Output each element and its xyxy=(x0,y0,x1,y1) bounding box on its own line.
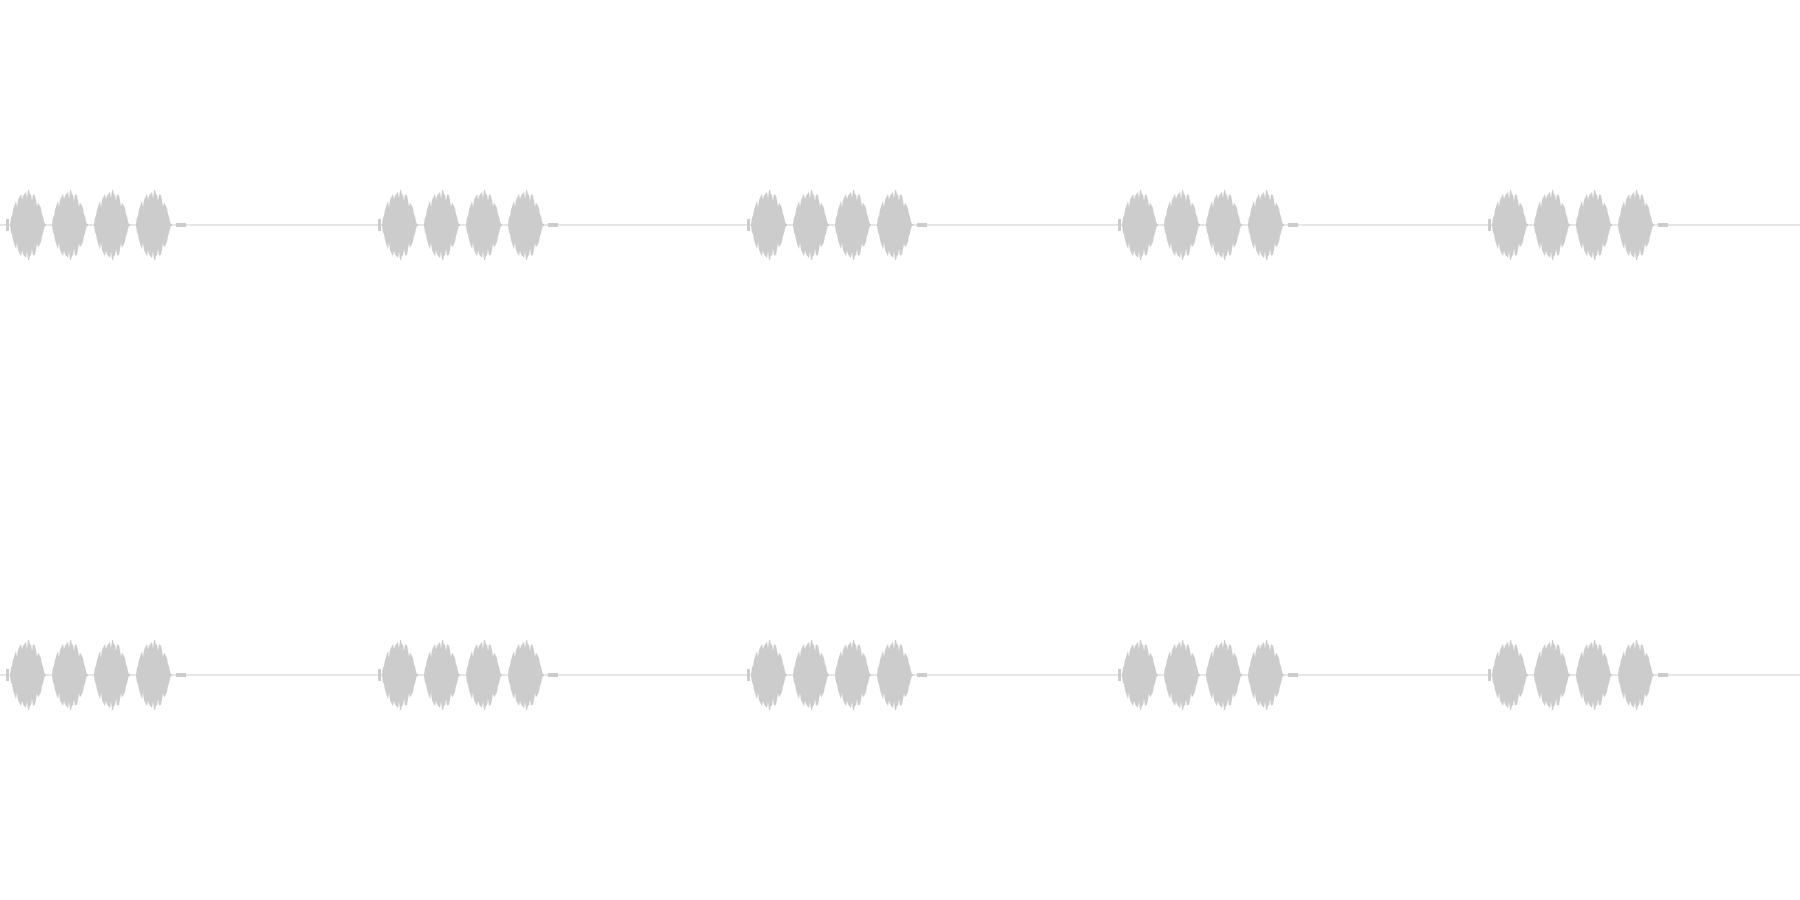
waveform-pulse xyxy=(1618,189,1654,261)
waveform-lead-tick xyxy=(1118,669,1121,681)
waveform-tail-blip xyxy=(548,673,558,677)
waveform-pulse xyxy=(877,189,913,261)
waveform-lead-tick xyxy=(747,669,750,681)
waveform-lead-tick xyxy=(1118,219,1121,231)
waveform-channel-2-svg xyxy=(0,639,1800,711)
waveform-pulse xyxy=(10,639,46,711)
waveform-tail-blip xyxy=(1288,673,1298,677)
waveform-pulse xyxy=(751,189,787,261)
waveform-pulse xyxy=(382,189,418,261)
waveform-pulse xyxy=(424,189,460,261)
waveform-tail-blip xyxy=(917,673,927,677)
waveform-pulse xyxy=(1534,639,1570,711)
waveform-burst-group xyxy=(747,189,927,261)
waveform-pulse xyxy=(508,189,544,261)
waveform-lead-tick xyxy=(1488,219,1491,231)
waveform-pulse xyxy=(382,639,418,711)
waveform-lead-tick xyxy=(378,669,381,681)
waveform-channel-1 xyxy=(0,189,1800,261)
waveform-pulse xyxy=(1206,639,1242,711)
waveform-lead-tick xyxy=(1488,669,1491,681)
waveform-pulse xyxy=(1534,189,1570,261)
waveform-tail-blip xyxy=(176,673,186,677)
waveform-tail-blip xyxy=(176,223,186,227)
waveform-pulse xyxy=(136,639,172,711)
waveform-pulse xyxy=(1618,639,1654,711)
waveform-burst-group xyxy=(6,189,186,261)
waveform-lead-tick xyxy=(6,669,9,681)
waveform-tail-blip xyxy=(1658,673,1668,677)
waveform-burst-group xyxy=(1488,189,1668,261)
waveform-pulse xyxy=(793,189,829,261)
waveform-pulse xyxy=(1576,639,1612,711)
waveform-pulse xyxy=(1164,639,1200,711)
waveform-pulse xyxy=(1492,639,1528,711)
waveform-pulse xyxy=(94,189,130,261)
waveform-burst-group xyxy=(1118,189,1298,261)
waveform-burst-group xyxy=(6,639,186,711)
waveform-pulse xyxy=(52,639,88,711)
waveform-channel-1-svg xyxy=(0,189,1800,261)
waveform-pulse xyxy=(835,189,871,261)
waveform-pulse xyxy=(1164,189,1200,261)
waveform-pulse xyxy=(1248,639,1284,711)
waveform-lead-tick xyxy=(6,219,9,231)
waveform-burst-group xyxy=(378,639,558,711)
waveform-lead-tick xyxy=(378,219,381,231)
waveform-pulse xyxy=(877,639,913,711)
waveform-pulse xyxy=(1122,639,1158,711)
waveform-pulse xyxy=(1576,189,1612,261)
waveform-pulse xyxy=(1122,189,1158,261)
waveform-tail-blip xyxy=(1288,223,1298,227)
waveform-pulse xyxy=(52,189,88,261)
waveform-pulse xyxy=(466,189,502,261)
waveform-pulse xyxy=(136,189,172,261)
waveform-pulse xyxy=(466,639,502,711)
waveform-pulse xyxy=(1248,189,1284,261)
waveform-pulse xyxy=(508,639,544,711)
waveform-pulse xyxy=(94,639,130,711)
waveform-pulse xyxy=(1492,189,1528,261)
waveform-lead-tick xyxy=(747,219,750,231)
waveform-tail-blip xyxy=(548,223,558,227)
waveform-pulse xyxy=(10,189,46,261)
waveform-burst-group xyxy=(1488,639,1668,711)
waveform-burst-group xyxy=(1118,639,1298,711)
waveform-tail-blip xyxy=(917,223,927,227)
waveform-pulse xyxy=(835,639,871,711)
waveform-channel-2 xyxy=(0,450,1800,900)
waveform-tail-blip xyxy=(1658,223,1668,227)
waveform-pulse xyxy=(1206,189,1242,261)
waveform-burst-group xyxy=(747,639,927,711)
waveform-burst-group xyxy=(378,189,558,261)
waveform-pulse xyxy=(793,639,829,711)
waveform-pulse xyxy=(424,639,460,711)
waveform-pulse xyxy=(751,639,787,711)
